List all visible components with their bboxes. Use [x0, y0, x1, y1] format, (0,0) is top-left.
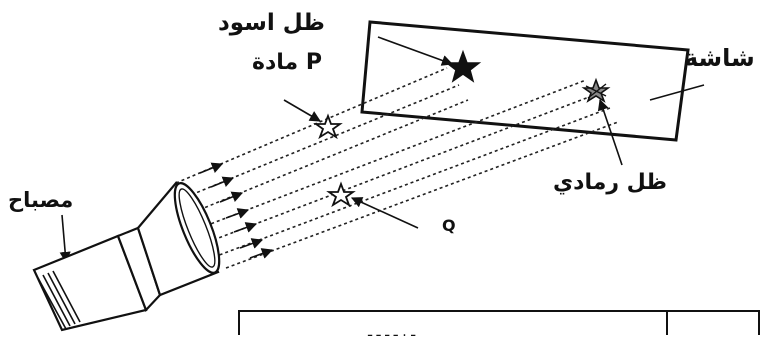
black-shadow-pointer: [377, 36, 454, 66]
grey-shadow-label: ظل رمادي: [553, 170, 668, 195]
grey-shadow-pointer: [597, 98, 623, 166]
substance-p-pointer: [283, 99, 321, 122]
substance-p-label: مادة P: [252, 50, 322, 75]
light-ray-6: [213, 107, 611, 258]
black-shadow-star-icon: [444, 49, 482, 83]
lamp-label: مصباح: [8, 188, 74, 212]
screen-label: شاشة: [684, 44, 755, 72]
substance-p-star-icon: [313, 113, 343, 140]
ray-arrows: [199, 162, 274, 259]
substance-q-star-icon: [326, 181, 356, 208]
substance-q-label: Q: [442, 216, 456, 235]
screen-label-line: [649, 84, 705, 101]
flashlight-icon: [32, 180, 221, 332]
answer-table: [238, 310, 760, 335]
light-ray-7: [225, 121, 619, 269]
screen-rectangle: [360, 20, 690, 142]
grey-shadow-star-icon: [581, 77, 611, 103]
answer-table-divider: [666, 310, 668, 335]
light-ray-4: [199, 79, 587, 229]
answer-table-header-text: ـ . ـ ـ ـ ـ: [368, 324, 416, 340]
light-rays: [175, 67, 619, 269]
black-shadow-label: ظل اسود: [218, 10, 325, 36]
lamp-label-pointer: [59, 214, 71, 264]
substance-q-pointer: [350, 197, 419, 229]
